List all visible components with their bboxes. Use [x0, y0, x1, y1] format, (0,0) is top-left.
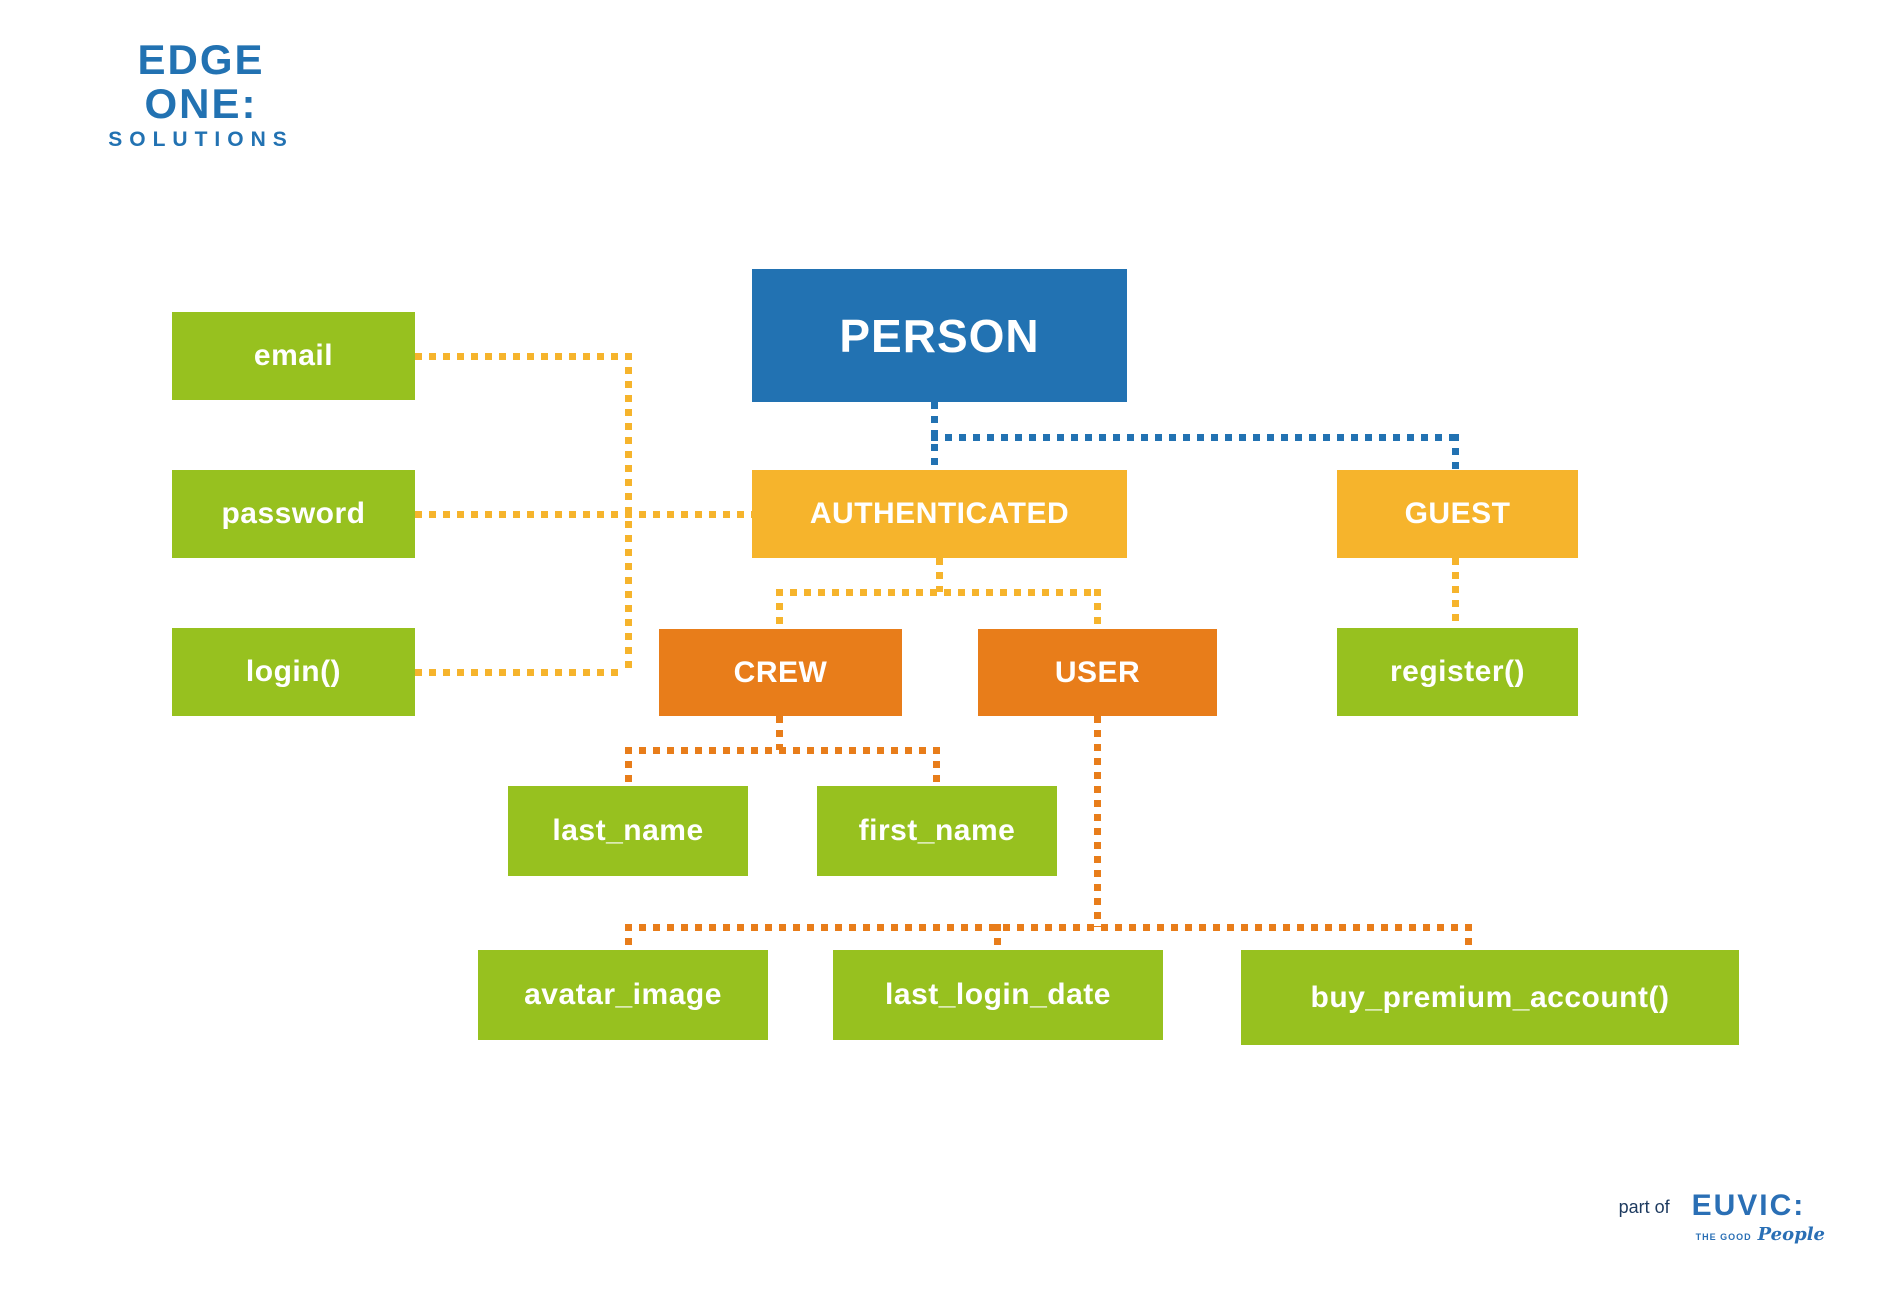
connector-person-guest-horizontal [931, 434, 1459, 441]
euvic-tagline-small: THE GOOD [1695, 1232, 1752, 1242]
attribute-node-last-login-date: last_login_date [833, 950, 1163, 1040]
edge-one-logo-text: EDGE ONE: [137, 36, 265, 128]
connector-names-horizontal [625, 747, 940, 754]
class-node-authenticated: AUTHENTICATED [752, 470, 1127, 558]
method-node-buy-premium-account: buy_premium_account() [1241, 950, 1739, 1045]
method-node-register: register() [1337, 628, 1578, 716]
attribute-node-email: email [172, 312, 415, 400]
connector-to-last-login-date [994, 924, 1001, 950]
attribute-node-first-name: first_name [817, 786, 1057, 876]
attribute-node-avatar-image: avatar_image [478, 950, 768, 1040]
connector-password-line [415, 511, 752, 518]
connector-to-avatar-image [625, 924, 632, 950]
method-node-login: login() [172, 628, 415, 716]
connector-to-crew [776, 589, 783, 629]
class-node-guest: GUEST [1337, 470, 1578, 558]
connector-login-line [415, 669, 625, 676]
connector-guest-register [1452, 558, 1459, 628]
connector-to-first-name [933, 747, 940, 786]
part-of-label: part of [1618, 1197, 1670, 1217]
connector-authenticated-stub [936, 558, 943, 592]
connector-to-last-name [625, 747, 632, 786]
connector-person-guest-vertical [1452, 434, 1459, 470]
attribute-node-password: password [172, 470, 415, 558]
connector-email-line [415, 353, 628, 360]
connector-to-buy-premium [1465, 924, 1472, 950]
class-node-crew: CREW [659, 629, 902, 716]
footer-branding: part of EUVIC: THE GOOD People [1618, 1189, 1825, 1246]
euvic-logo-text: EUVIC: [1691, 1189, 1806, 1222]
edge-one-logo: EDGE ONE: SOLUTIONS [76, 36, 326, 152]
connector-crew-user-horizontal [776, 589, 1098, 596]
class-node-user: USER [978, 629, 1217, 716]
edge-one-logo-subtext: SOLUTIONS [108, 128, 294, 152]
attribute-node-last-name: last_name [508, 786, 748, 876]
connector-user-stub [1094, 716, 1101, 927]
euvic-logo: EUVIC: THE GOOD People [1691, 1189, 1825, 1246]
class-node-person: PERSON [752, 269, 1127, 402]
euvic-tagline: THE GOOD People [1696, 1224, 1825, 1245]
connector-to-user [1094, 589, 1101, 629]
connector-crew-stub [776, 716, 783, 750]
connector-bottom-horizontal [625, 924, 1472, 931]
euvic-tagline-script: People [1757, 1224, 1825, 1245]
